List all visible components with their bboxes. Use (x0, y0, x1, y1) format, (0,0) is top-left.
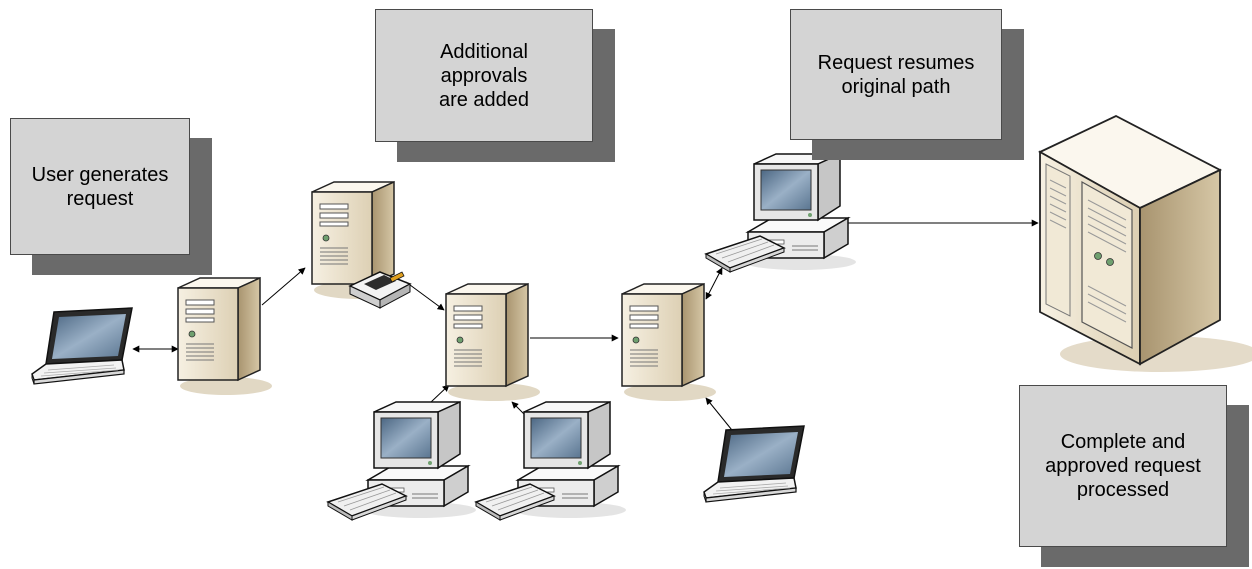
callout-text: Additional approvals are added (375, 9, 593, 142)
server-icon (621, 283, 717, 402)
server-icon (445, 283, 541, 402)
printer-icon (348, 271, 412, 309)
link-server2-server3 (405, 281, 445, 311)
link-server1-server2 (261, 267, 306, 306)
link-server4-ws3 (705, 267, 723, 300)
server-icon (177, 277, 273, 396)
laptop-icon (703, 425, 805, 503)
callout-text: Complete and approved request processed (1019, 385, 1227, 547)
mainframe-icon (1038, 114, 1252, 372)
callout-text: Request resumes original path (790, 9, 1002, 140)
callout-text: User generates request (10, 118, 190, 255)
laptop-icon (31, 307, 133, 385)
connector-lines (132, 219, 1039, 441)
